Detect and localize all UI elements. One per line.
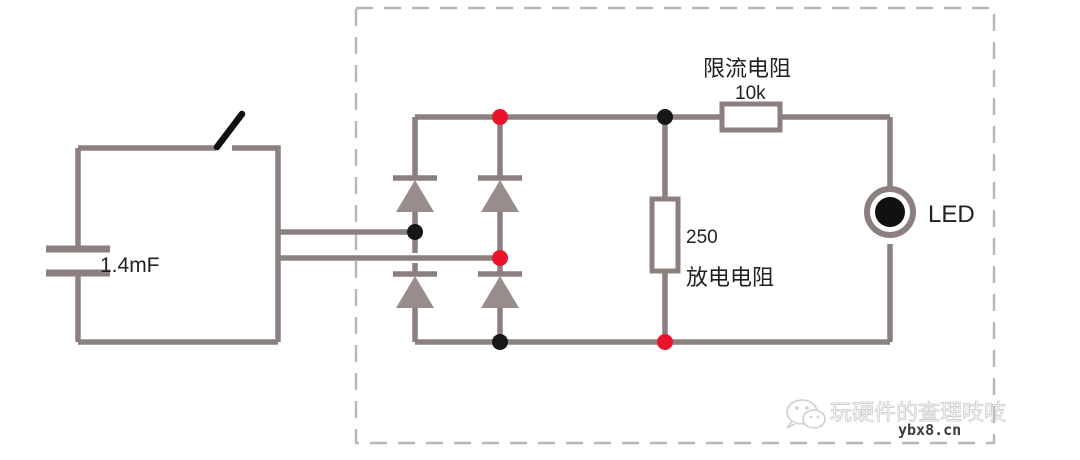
dashed-boundary (354, 6, 996, 445)
discharge-resistor-group (649, 117, 681, 342)
limiting-resistor-name-label: 限流电阻 (703, 56, 791, 81)
capacitor-label: 1.4mF (100, 254, 160, 277)
ac-feed-wires-group (278, 229, 500, 261)
node-top-left-red (492, 109, 508, 125)
watermark-group: 玩硬件的查理吱吱 ybx8.cn (786, 399, 1006, 439)
node-bottom-left-black (492, 334, 508, 350)
node-mid-ac-red (492, 250, 508, 266)
wire-source-top-right (232, 145, 281, 342)
led-icon (864, 186, 916, 238)
diode-bottom-right (478, 271, 522, 308)
discharge-resistor-value-label: 250 (686, 227, 718, 248)
discharge-resistor-name-label: 放电电阻 (686, 265, 774, 290)
limiting-resistor-icon (719, 101, 783, 133)
diode-top-left (393, 175, 437, 212)
switch-icon[interactable] (213, 110, 246, 151)
led-branch-group (864, 117, 916, 342)
wechat-icon (786, 399, 826, 429)
watermark-account-label: 玩硬件的查理吱吱 (830, 400, 1006, 425)
source-loop-group (46, 110, 281, 345)
diode-bottom-left (393, 271, 437, 308)
node-bottom-right-red (657, 334, 673, 350)
discharge-resistor-icon (649, 196, 681, 274)
watermark-url-label: ybx8.cn (898, 421, 961, 439)
node-mid-ac-black (407, 224, 423, 240)
diode-top-right (478, 175, 522, 212)
capacitor-icon (46, 245, 110, 277)
node-top-right-black (657, 109, 673, 125)
limiting-resistor-value-label: 10k (735, 83, 766, 104)
led-label: LED (928, 201, 975, 228)
